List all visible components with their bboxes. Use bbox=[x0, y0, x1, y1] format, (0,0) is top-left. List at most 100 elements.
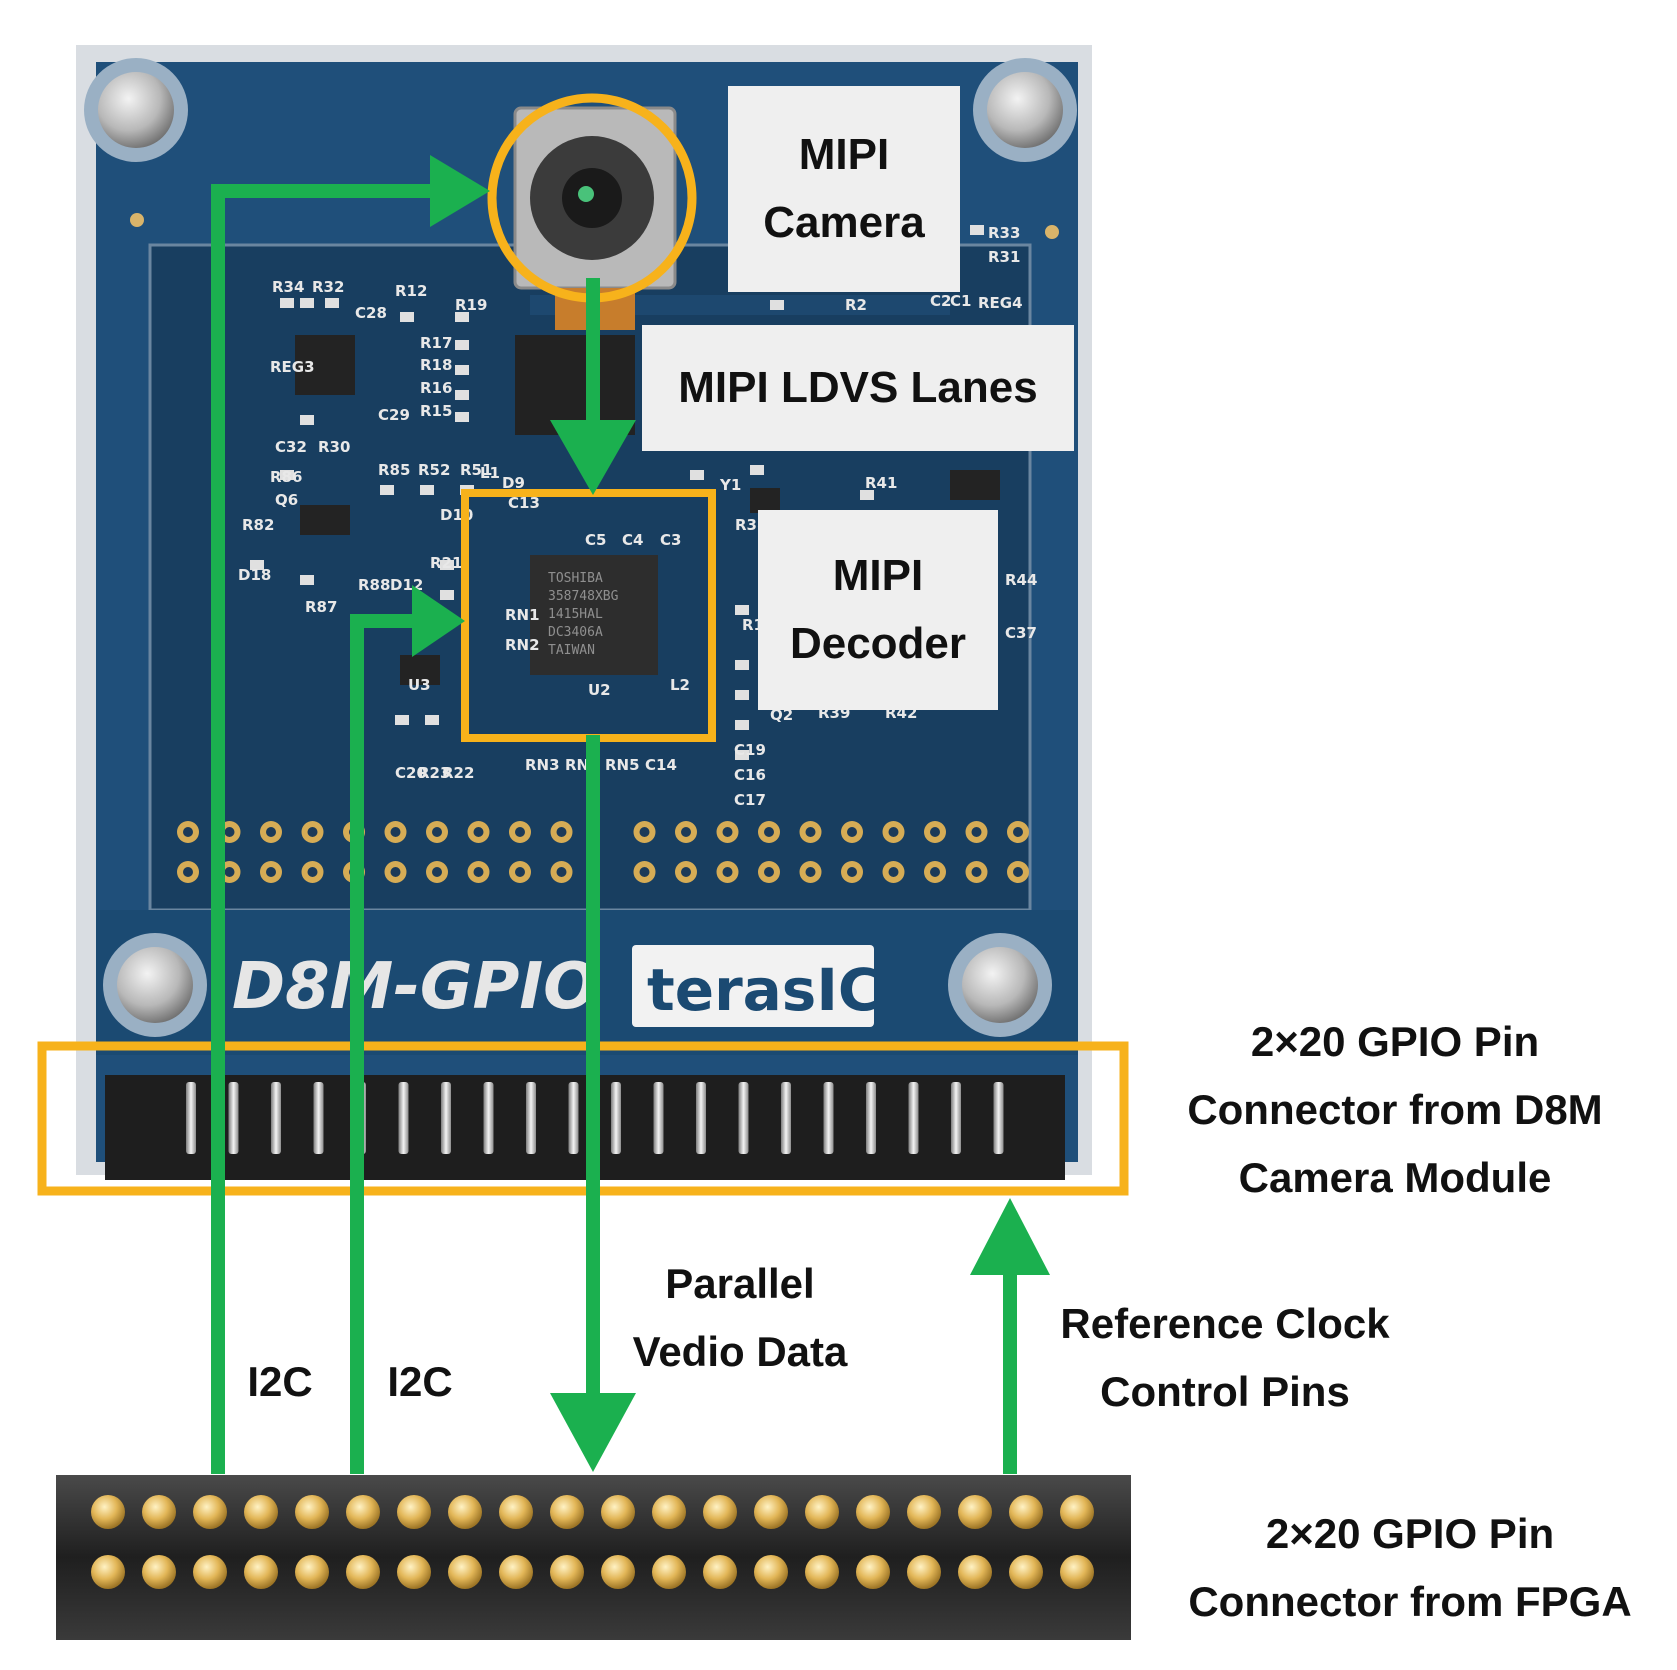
fpga-pin bbox=[397, 1555, 431, 1589]
pcb-components: TOSHIBA 358748XBG 1415HAL DC3406A TAIWAN bbox=[250, 225, 1000, 760]
component-label: C14 bbox=[645, 756, 677, 774]
header-pin bbox=[526, 1082, 536, 1154]
i2c-right-label: I2C bbox=[387, 1358, 453, 1405]
fpga-pin bbox=[142, 1495, 176, 1529]
header-pin bbox=[398, 1082, 409, 1154]
component-label: R12 bbox=[395, 282, 427, 300]
header-pin bbox=[611, 1082, 621, 1154]
component-label: D9 bbox=[502, 474, 525, 492]
fpga-pin bbox=[754, 1495, 788, 1529]
component-label: R32 bbox=[312, 278, 344, 296]
component-label: C5 bbox=[585, 531, 606, 549]
component-label: R85 bbox=[378, 461, 410, 479]
component-label: R44 bbox=[1005, 571, 1037, 589]
component-label: C28 bbox=[355, 304, 387, 322]
chip-marking: TOSHIBA 358748XBG 1415HAL DC3406A TAIWAN bbox=[548, 571, 619, 658]
component-label: R86 bbox=[270, 468, 302, 486]
header-pin bbox=[186, 1082, 196, 1154]
arrow-right-icon bbox=[430, 155, 490, 227]
fpga-pin bbox=[805, 1555, 839, 1589]
fpga-pin bbox=[295, 1555, 329, 1589]
fpga-pin bbox=[550, 1555, 584, 1589]
fpga-pin bbox=[193, 1495, 227, 1529]
chip bbox=[295, 335, 355, 395]
header-pin bbox=[696, 1082, 706, 1154]
board-silkscreen-title: D8M-GPIO bbox=[232, 950, 598, 1024]
screw-icon bbox=[103, 933, 207, 1037]
component-label: RN3 bbox=[525, 756, 560, 774]
d8m-connector-highlight-box bbox=[37, 1041, 1129, 1196]
component-label: REG3 bbox=[270, 358, 315, 376]
component-label: Q6 bbox=[275, 491, 298, 509]
component-label: R2 bbox=[845, 296, 867, 314]
fpga-pin bbox=[1009, 1555, 1043, 1589]
fpga-pin bbox=[703, 1555, 737, 1589]
header-pin bbox=[908, 1082, 919, 1154]
fpga-pin bbox=[703, 1495, 737, 1529]
header-pin bbox=[228, 1082, 239, 1154]
component-label: R16 bbox=[420, 379, 452, 397]
fpga-pin bbox=[1060, 1495, 1094, 1529]
component-label: R30 bbox=[318, 438, 350, 456]
fpga-pin bbox=[295, 1495, 329, 1529]
component-label: Q2 bbox=[770, 706, 793, 724]
svg-text:358748XBG: 358748XBG bbox=[548, 589, 619, 604]
component-label: R87 bbox=[305, 598, 337, 616]
component-label: R34 bbox=[272, 278, 304, 296]
component-label: U2 bbox=[588, 681, 611, 699]
component-label: C20 bbox=[395, 764, 427, 782]
component-label: R31 bbox=[988, 248, 1020, 266]
header-pin bbox=[568, 1082, 579, 1154]
component-label: C1 bbox=[950, 292, 971, 310]
arrow-right-icon bbox=[412, 585, 465, 657]
component-label: R51 bbox=[460, 461, 492, 479]
header-pin bbox=[993, 1082, 1004, 1154]
component-label: R82 bbox=[242, 516, 274, 534]
header-pin bbox=[781, 1082, 791, 1154]
mipi-decoder-label-line1: MIPI bbox=[832, 551, 924, 600]
mipi-decoder-label-line2: Decoder bbox=[789, 619, 967, 668]
component-label: RN1 bbox=[505, 606, 540, 624]
fpga-connector-label: 2×20 GPIO Pin Connector from FPGA bbox=[1188, 1510, 1632, 1625]
component-label: R33 bbox=[988, 224, 1020, 242]
header-pin bbox=[483, 1082, 494, 1154]
i2c-right-line bbox=[350, 614, 364, 1474]
fpga-pin bbox=[346, 1495, 380, 1529]
fpga-pin bbox=[142, 1555, 176, 1589]
component-label: RN2 bbox=[505, 636, 540, 654]
fpga-pin bbox=[958, 1495, 992, 1529]
component-label: C17 bbox=[734, 791, 766, 809]
arrow-up-icon bbox=[970, 1198, 1050, 1275]
screw-icon bbox=[948, 933, 1052, 1037]
fpga-pin bbox=[1009, 1495, 1043, 1529]
header-pin bbox=[951, 1082, 961, 1154]
mipi-decoder-chip bbox=[530, 555, 658, 675]
component-label: RN5 bbox=[605, 756, 640, 774]
component-label: R88 bbox=[358, 576, 390, 594]
header-pin bbox=[271, 1082, 281, 1154]
fpga-pin bbox=[601, 1495, 635, 1529]
mipi-lanes-line bbox=[586, 278, 600, 428]
fpga-pin bbox=[856, 1555, 890, 1589]
component-label: Y1 bbox=[719, 476, 741, 494]
fpga-gpio-header bbox=[56, 1475, 1131, 1640]
fpga-pin bbox=[448, 1495, 482, 1529]
header-pin bbox=[313, 1082, 324, 1154]
board-branding: D8M-GPIO terasIC bbox=[232, 945, 880, 1027]
component-label: R52 bbox=[418, 461, 450, 479]
header-pin bbox=[653, 1082, 664, 1154]
d8m-connector-label: 2×20 GPIO Pin Connector from D8M Camera … bbox=[1187, 1018, 1603, 1201]
mipi-camera-label-line2: Camera bbox=[763, 198, 925, 247]
fpga-header-body bbox=[56, 1475, 1131, 1640]
i2c-left-label: I2C bbox=[247, 1358, 313, 1405]
mipi-lanes-label: MIPI LDVS Lanes bbox=[678, 363, 1038, 412]
fpga-pin bbox=[958, 1555, 992, 1589]
fpga-pin bbox=[805, 1495, 839, 1529]
ref-clock-line bbox=[1003, 1268, 1017, 1474]
header-pin bbox=[866, 1082, 876, 1154]
fpga-pin bbox=[499, 1555, 533, 1589]
fpga-pin bbox=[499, 1495, 533, 1529]
fpga-pin bbox=[397, 1495, 431, 1529]
screw-icon bbox=[84, 58, 188, 162]
